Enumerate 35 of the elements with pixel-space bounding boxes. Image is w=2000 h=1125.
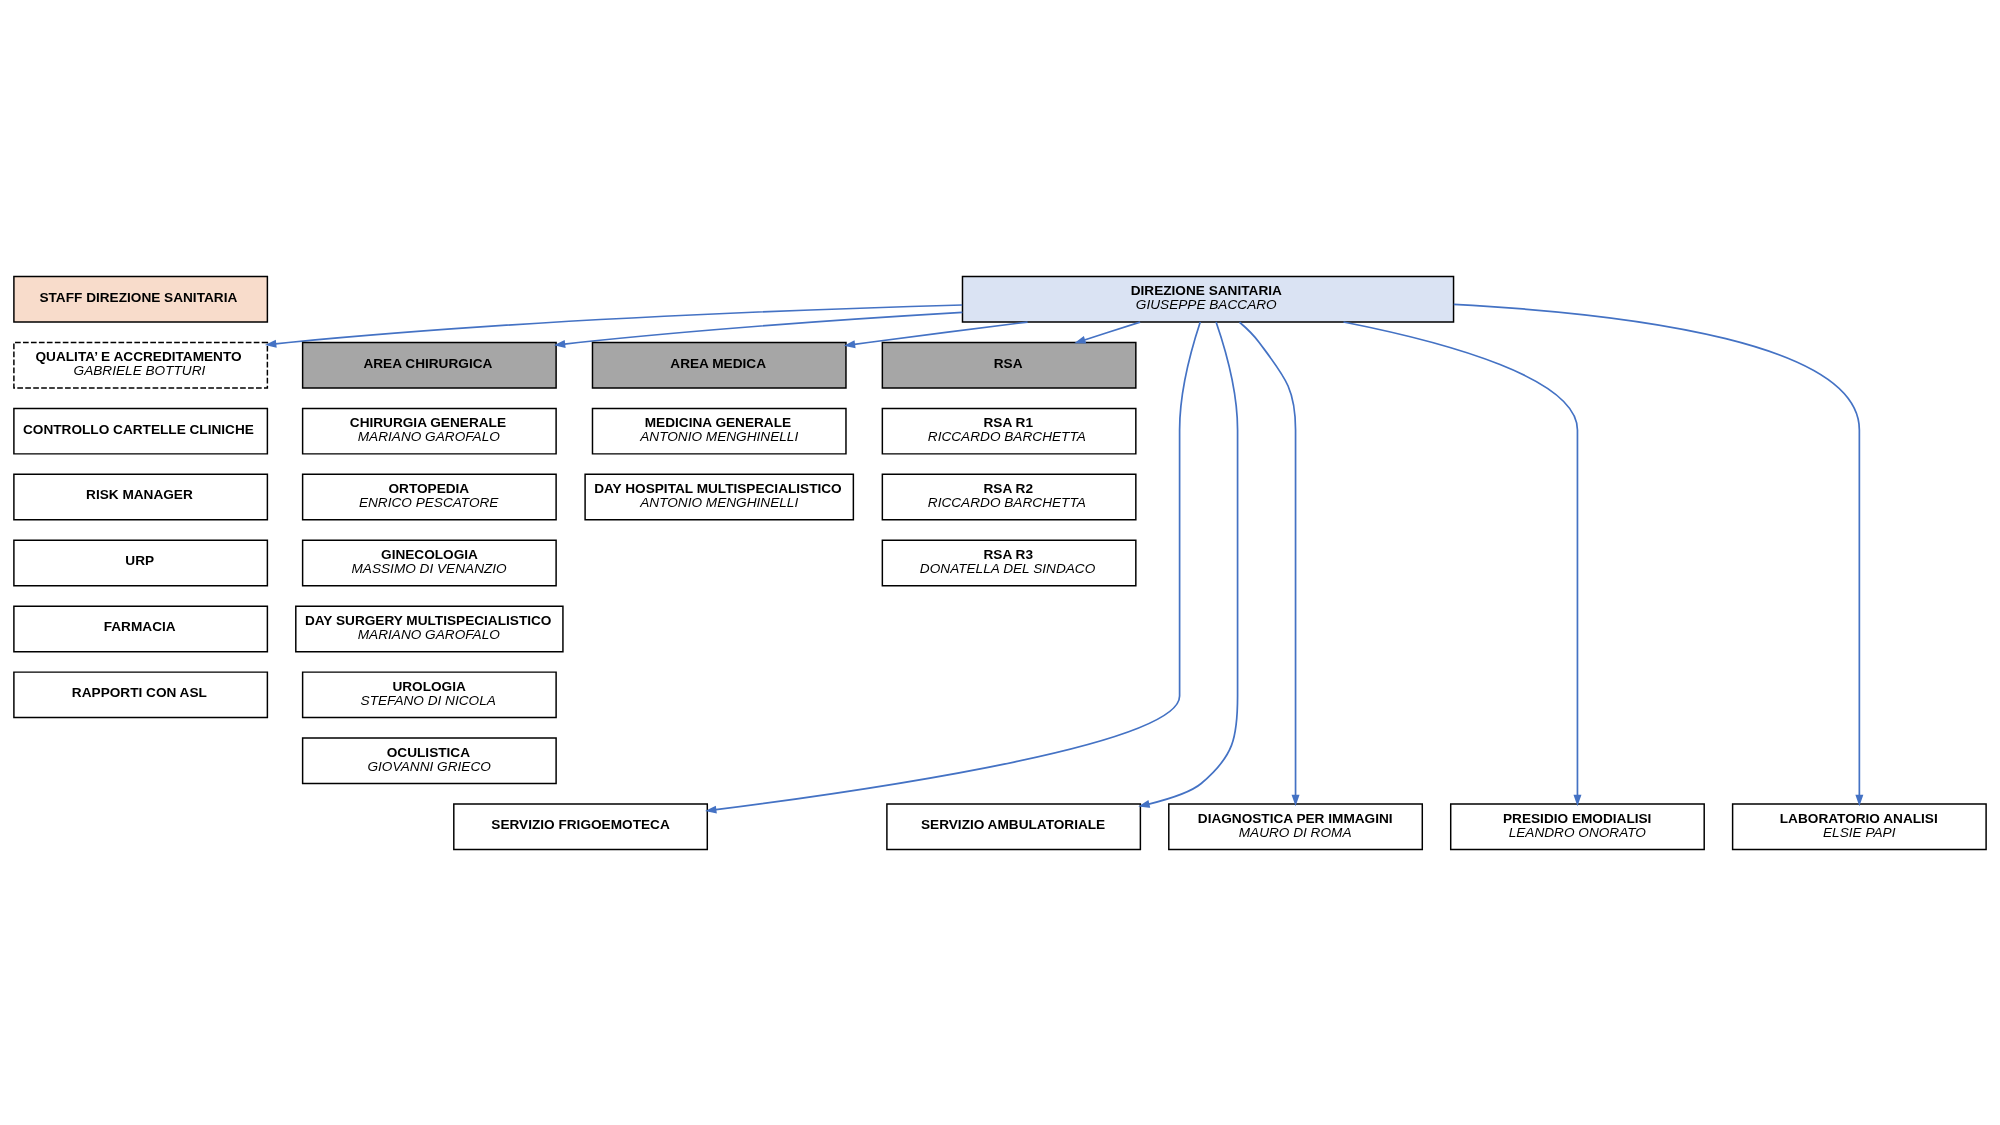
node-box: RISK MANAGER bbox=[13, 473, 269, 521]
node-box: GINECOLOGIA MASSIMO DI VENANZIO bbox=[301, 539, 557, 586]
node-box: UROLOGIA STEFANO DI NICOLA bbox=[301, 670, 557, 718]
node-box: RAPPORTI CON ASL bbox=[13, 670, 269, 718]
node-box: CONTROLLO CARTELLE CLINICHE bbox=[13, 407, 269, 455]
arrow bbox=[1452, 303, 1864, 806]
node-box: URP bbox=[13, 539, 269, 586]
node-box: DAY SURGERY MULTISPECIALISTICO MARIANO GAROFALO bbox=[295, 604, 564, 652]
node-box: QUALITA’ E ACCREDITAMENTO GABRIELE BOTTURI bbox=[13, 341, 269, 389]
arrow bbox=[705, 320, 1202, 814]
node-box: CHIRURGIA GENERALE MARIANO GAROFALO bbox=[301, 407, 557, 455]
node-box: ORTOPEDIA ENRICO PESCATORE bbox=[301, 473, 557, 521]
node-box: DAY HOSPITAL MULTISPECIALISTICO ANTONIO MENGHINELLI bbox=[584, 473, 855, 521]
node-box: AREA MEDICA bbox=[591, 341, 847, 389]
node-box: FARMACIA bbox=[13, 604, 269, 652]
node-box: DIREZIONE SANITARIA GIUSEPPE BACCARO bbox=[961, 275, 1455, 323]
node-box: SERVIZIO AMBULATORIALE bbox=[886, 802, 1142, 850]
node-box: MEDICINA GENERALE ANTONIO MENGHINELLI bbox=[591, 407, 847, 455]
arrow bbox=[843, 320, 1029, 348]
node-box: SERVIZIO FRIGOEMOTECA bbox=[453, 802, 709, 850]
arrow bbox=[264, 303, 963, 348]
node-box: PRESIDIO EMODIALISI LEANDRO ONORATO bbox=[1449, 802, 1705, 850]
node-box: RSA R3 DONATELLA DEL SINDACO bbox=[881, 539, 1137, 586]
node-box: AREA CHIRURGICA bbox=[301, 341, 557, 389]
node-box: RSA R2 RICCARDO BARCHETTA bbox=[881, 473, 1137, 521]
arrow bbox=[553, 311, 964, 348]
node-box: RSA bbox=[881, 341, 1137, 389]
arrow bbox=[1238, 320, 1300, 806]
arrow bbox=[1342, 320, 1582, 806]
node-box: LABORATORIO ANALISI ELSIE PAPI bbox=[1731, 802, 1987, 850]
node-box: DIAGNOSTICA PER IMMAGINI MAURO DI ROMA bbox=[1168, 802, 1424, 850]
node-box: OCULISTICA GIOVANNI GRIECO bbox=[301, 736, 557, 784]
node-box: RSA R1 RICCARDO BARCHETTA bbox=[881, 407, 1137, 455]
node-box: STAFF DIREZIONE SANITARIA bbox=[13, 275, 269, 323]
arrow bbox=[1138, 320, 1239, 808]
